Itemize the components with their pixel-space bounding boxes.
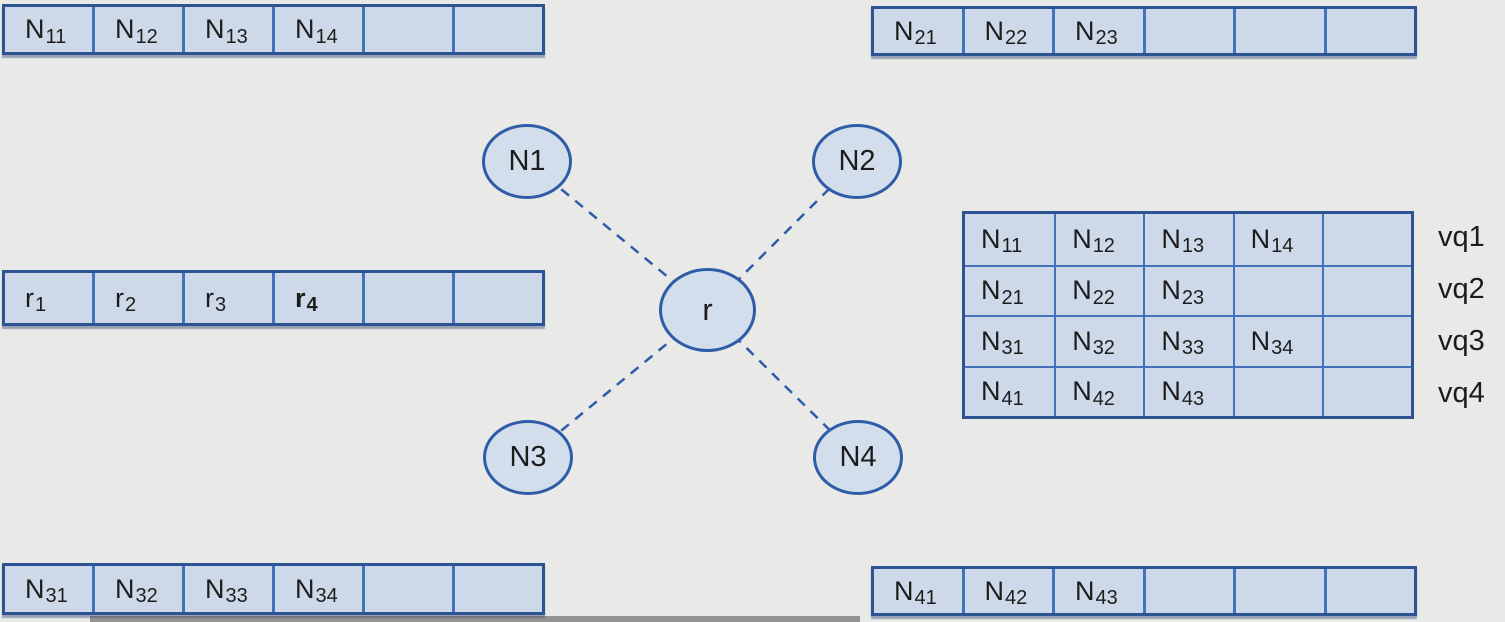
node-n4-label: N4 xyxy=(839,441,877,473)
vq-label-3: vq3 xyxy=(1438,325,1485,357)
node-n2-label: N2 xyxy=(838,145,876,177)
matrix-cell-empty xyxy=(1232,264,1322,315)
bottom-shadow xyxy=(90,616,860,622)
cell-empty xyxy=(1323,569,1414,613)
matrix-cell-empty xyxy=(1321,315,1411,366)
matrix-cell-empty xyxy=(1321,264,1411,315)
cell-empty xyxy=(1142,569,1233,613)
vq-label-4: vq4 xyxy=(1438,377,1485,409)
cell-empty xyxy=(362,273,452,323)
node-n3: N3 xyxy=(483,420,573,495)
cell-empty xyxy=(362,7,452,52)
node-n1-label: N1 xyxy=(508,145,546,177)
node-n4: N4 xyxy=(813,420,903,495)
vq-label-2: vq2 xyxy=(1438,273,1485,305)
matrix-cell-empty xyxy=(1321,365,1411,416)
node-n3-label: N3 xyxy=(509,441,547,473)
cell-empty xyxy=(1142,9,1233,53)
matrix-cell-empty xyxy=(1321,214,1411,265)
node-r: r xyxy=(659,268,756,352)
cell-empty xyxy=(452,7,542,52)
matrix-cell-empty xyxy=(1232,365,1322,416)
cell-empty xyxy=(1233,9,1324,53)
cell-empty xyxy=(362,566,452,612)
vq-label-1: vq1 xyxy=(1438,221,1485,253)
cell-empty xyxy=(452,566,542,612)
node-n1: N1 xyxy=(482,124,572,199)
cell-empty xyxy=(1233,569,1324,613)
cell-empty xyxy=(1323,9,1414,53)
cell-empty xyxy=(452,273,542,323)
node-r-label: r xyxy=(702,292,713,327)
node-n2: N2 xyxy=(812,124,902,199)
